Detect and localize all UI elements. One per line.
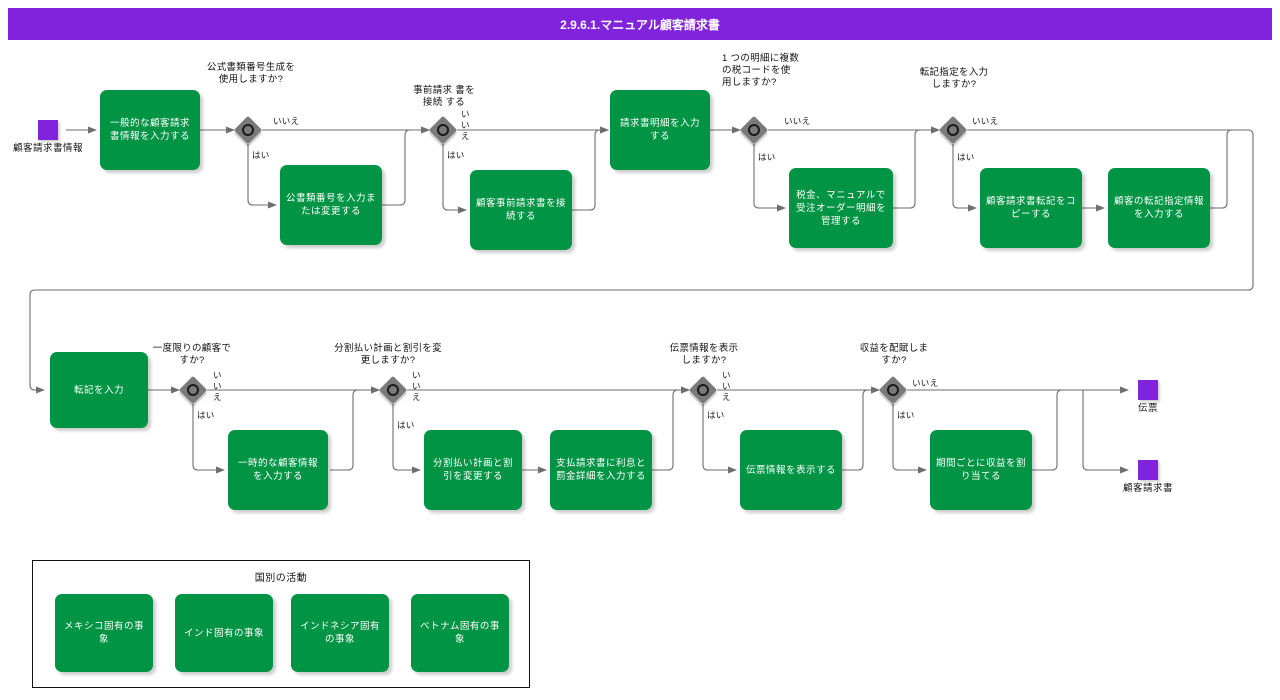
gateway-allocate-revenue[interactable] [878, 375, 908, 405]
task-label: 転記を入力 [73, 384, 124, 396]
gateway-question-label: 収益を配賦しますか? [859, 343, 929, 366]
task-manage-tax-manual-sales-order-lines[interactable]: 税金、マニュアルで受注オーダー明細を管理する [789, 168, 893, 248]
task-display-voucher-info[interactable]: 伝票情報を表示する [740, 430, 842, 510]
gateway-inclusive-ring-icon [748, 124, 760, 136]
legend-task-india[interactable]: インド固有の事象 [175, 594, 273, 672]
flow-label-yes: はい [447, 150, 465, 160]
flow-label-no: いいえ [273, 116, 300, 126]
end-event-label: 顧客請求書 [1122, 483, 1173, 494]
task-enter-interest-penalty-details[interactable]: 支払請求書に利息と罰金詳細を入力する [550, 430, 652, 510]
flow-label-yes: はい [707, 410, 725, 420]
flow-label-yes: はい [397, 420, 415, 430]
task-label: 請求書明細を入力する [619, 118, 700, 142]
page-title: 2.9.6.1.マニュアル顧客請求書 [560, 17, 720, 32]
flowchart-canvas: 顧客請求書情報 一般的な顧客請求書情報を入力する 公書類番号を入力または変更する… [0, 40, 1280, 700]
task-copy-customer-invoice-posting[interactable]: 顧客請求書転記をコピーする [980, 168, 1082, 248]
task-label: メキシコ固有の事象 [63, 621, 144, 645]
gateway-multiple-tax-codes-per-line[interactable] [739, 115, 769, 145]
flow-label-no: いいえ [213, 370, 222, 402]
task-label: 顧客請求書転記をコピーする [986, 196, 1077, 220]
task-label: 期間ごとに収益を割り当てる [936, 458, 1027, 482]
flow-label-no: いいえ [412, 370, 421, 402]
start-event-label: 顧客請求書情報 [12, 143, 83, 154]
task-label: 一般的な顧客請求書情報を入力する [109, 118, 190, 142]
gateway-inclusive-ring-icon [697, 384, 709, 396]
gateway-inclusive-ring-icon [887, 384, 899, 396]
gateway-display-voucher-info[interactable] [688, 375, 718, 405]
gateway-question-label: 転記指定を入力しますか? [919, 67, 989, 90]
gateway-one-time-customer[interactable] [178, 375, 208, 405]
gateway-inclusive-ring-icon [187, 384, 199, 396]
flow-label-yes: はい [197, 410, 215, 420]
task-label: 公書類番号を入力または変更する [286, 193, 377, 217]
gateway-inclusive-ring-icon [947, 124, 959, 136]
flow-label-yes: はい [758, 152, 776, 162]
task-enter-invoice-lines[interactable]: 請求書明細を入力する [610, 90, 710, 170]
task-enter-customer-posting-profile-info[interactable]: 顧客の転記指定情報を入力する [1108, 168, 1210, 248]
gateway-question-label: 伝票情報を表示しますか? [669, 343, 739, 366]
task-enter-posting[interactable]: 転記を入力 [50, 352, 148, 428]
legend-title: 国別の活動 [254, 573, 308, 584]
task-enter-general-invoice-info[interactable]: 一般的な顧客請求書情報を入力する [100, 90, 200, 170]
flow-label-no: いいえ [784, 116, 811, 126]
gateway-question-label: 1 つの明細に複数の税コードを使用しますか? [722, 53, 800, 88]
end-event-label: 伝票 [1137, 403, 1158, 414]
header-bar: 2.9.6.1.マニュアル顧客請求書 [8, 8, 1272, 40]
flow-label-yes: はい [957, 152, 975, 162]
gateway-use-official-doc-numbering[interactable] [233, 115, 263, 145]
legend-country-specific-activities: 国別の活動 メキシコ固有の事象 インド固有の事象 インドネシア固有の事象 ベトナ… [32, 560, 530, 688]
start-event-invoice-info[interactable] [38, 120, 58, 140]
task-label: 一時的な顧客情報を入力する [237, 458, 318, 482]
gateway-enter-posting-profile[interactable] [938, 115, 968, 145]
flow-label-no: いいえ [461, 109, 470, 141]
end-event-voucher[interactable] [1138, 380, 1158, 400]
legend-task-mexico[interactable]: メキシコ固有の事象 [55, 594, 153, 672]
legend-task-indonesia[interactable]: インドネシア固有の事象 [291, 594, 389, 672]
gateway-modify-installment-discount[interactable] [378, 375, 408, 405]
task-label: ベトナム固有の事象 [420, 621, 500, 645]
task-label: インド固有の事象 [183, 627, 264, 639]
flow-label-no: いいえ [972, 116, 999, 126]
task-enter-one-time-customer-info[interactable]: 一時的な顧客情報を入力する [228, 430, 328, 510]
end-event-customer-invoice[interactable] [1138, 460, 1158, 480]
gateway-question-label: 分割払い計画と割引を変更しますか? [334, 343, 442, 366]
task-modify-installment-plan-discount[interactable]: 分割払い計画と割引を変更する [424, 430, 522, 510]
legend-task-vietnam[interactable]: ベトナム固有の事象 [411, 594, 509, 672]
task-enter-official-doc-number[interactable]: 公書類番号を入力または変更する [280, 165, 382, 245]
task-connect-customer-prepayment-invoice[interactable]: 顧客事前請求書を接続する [470, 170, 572, 250]
gateway-connect-prepayment-invoice[interactable] [428, 115, 458, 145]
gateway-inclusive-ring-icon [242, 124, 254, 136]
task-label: インドネシア固有の事象 [299, 621, 380, 645]
gateway-question-label: 公式書類番号生成を使用しますか? [206, 62, 296, 85]
flow-label-yes: はい [252, 150, 270, 160]
gateway-question-label: 事前請求 書を 接続 する [413, 85, 475, 108]
task-label: 顧客事前請求書を接続する [476, 198, 567, 222]
task-allocate-revenue-by-period[interactable]: 期間ごとに収益を割り当てる [930, 430, 1032, 510]
task-label: 顧客の転記指定情報を入力する [1114, 196, 1205, 220]
gateway-question-label: 一度限りの顧客ですか? [152, 343, 232, 366]
task-label: 税金、マニュアルで受注オーダー明細を管理する [795, 189, 886, 227]
flow-label-no: いいえ [912, 378, 939, 388]
flow-label-yes: はい [897, 410, 915, 420]
gateway-inclusive-ring-icon [437, 124, 449, 136]
gateway-inclusive-ring-icon [387, 384, 399, 396]
task-label: 支払請求書に利息と罰金詳細を入力する [556, 458, 647, 482]
flow-label-no: いいえ [722, 370, 731, 402]
task-label: 伝票情報を表示する [746, 464, 837, 476]
task-label: 分割払い計画と割引を変更する [432, 458, 513, 482]
